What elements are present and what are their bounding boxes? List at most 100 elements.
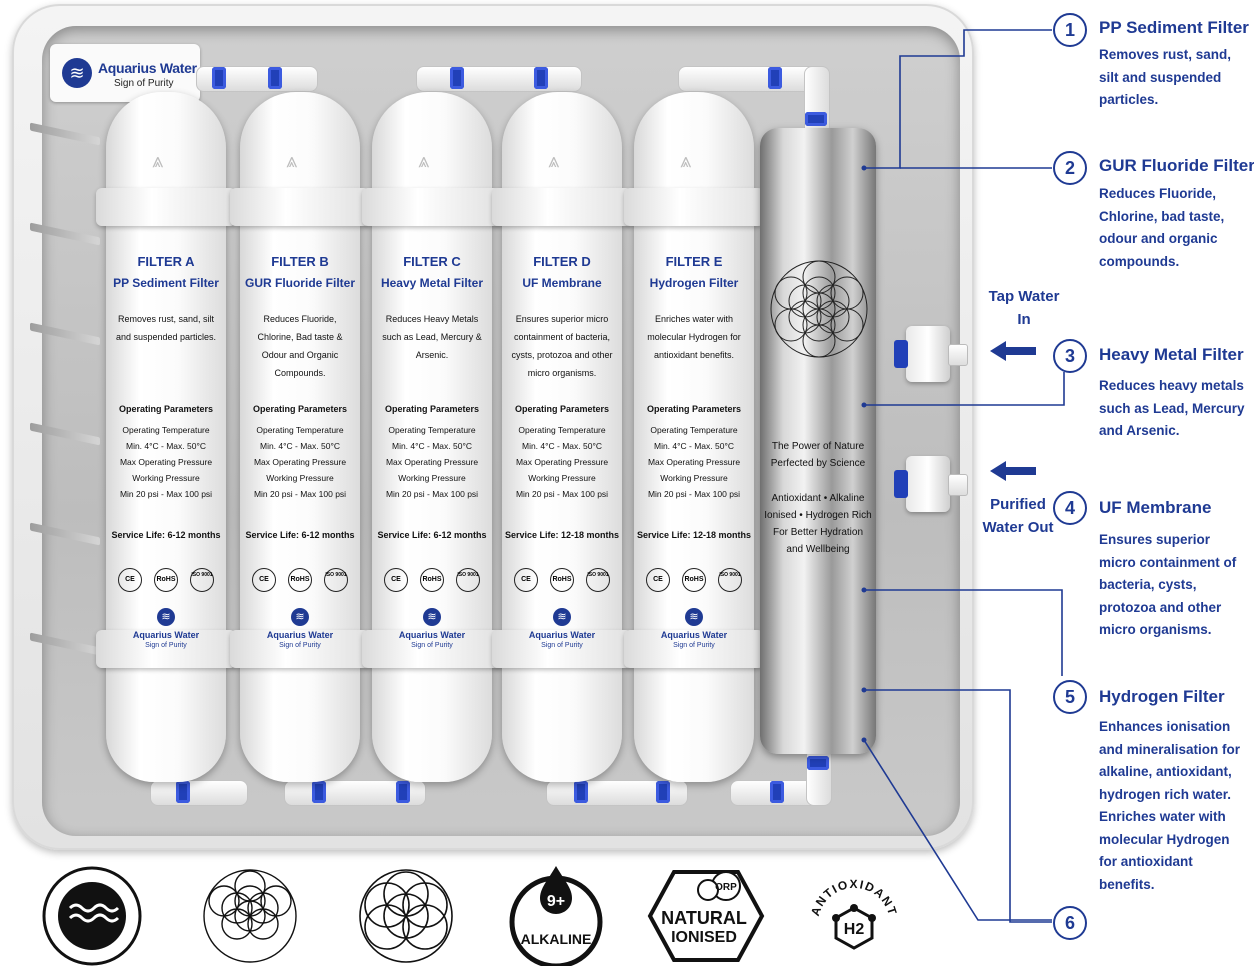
- filter-brand-tagline: Sign of Purity: [279, 642, 321, 649]
- filter-op-header: Operating Parameters: [384, 404, 480, 414]
- filter-description: Reduces Fluoride, Chlorine, Bad taste & …: [257, 314, 343, 378]
- annotation-desc-2: Reduces Fluoride, Chlorine, bad taste, o…: [1099, 186, 1225, 269]
- op-line: Min 20 psi - Max 100 psi: [253, 489, 347, 499]
- filter-title: FILTER A: [137, 254, 195, 269]
- flower-of-life-badge-icon: [203, 869, 297, 963]
- filter-e: ⩓ FILTER E Hydrogen Filter Enriches wate…: [624, 92, 764, 782]
- filter-title: FILTER D: [533, 254, 591, 269]
- filter-title: FILTER B: [271, 254, 329, 269]
- pipe-connector: [312, 781, 326, 803]
- iso-mark-icon: ISO 9001: [324, 568, 348, 592]
- brand-tagline: Sign of Purity: [114, 78, 174, 89]
- pipe-connector: [268, 67, 282, 89]
- filter-subtitle: PP Sediment Filter: [113, 276, 219, 290]
- leader-line-6: [863, 739, 1052, 921]
- filter-bracket: [492, 630, 632, 668]
- pipe: [678, 66, 826, 92]
- filter-cap-mark-icon: ⩓: [680, 150, 692, 172]
- filter-c: ⩓ FILTER C Heavy Metal Filter Reduces He…: [362, 92, 502, 782]
- pipe-connector: [176, 781, 190, 803]
- annotation-number-6: 6: [1053, 906, 1087, 940]
- cert-marks: CE RoHS ISO 9001: [646, 568, 746, 592]
- pipe-connector: [656, 781, 670, 803]
- flower-of-life-icon: [770, 260, 868, 358]
- filter-bracket: [492, 188, 632, 226]
- op-line: Operating Temperature: [518, 425, 606, 435]
- filter-bracket: [624, 630, 764, 668]
- filter-bracket: [362, 188, 502, 226]
- annotation-title-3: Heavy Metal Filter: [1099, 345, 1244, 364]
- h2-tagline-2: Perfected by Science: [770, 458, 866, 469]
- filter-description: Reduces Heavy Metals such as Lead, Mercu…: [382, 314, 482, 360]
- seed-of-life-badge-icon: [359, 869, 453, 963]
- filter-service-life: Service Life: 6-12 months: [245, 530, 355, 540]
- filter-cap-mark-icon: ⩓: [286, 150, 298, 172]
- filter-brand-name: Aquarius Water: [528, 630, 596, 640]
- filter-op-params: Operating Temperature Min. 4°C - Max. 50…: [106, 422, 226, 502]
- h2-tagline-1: The Power of Nature: [771, 441, 865, 452]
- annotation-desc-5: Enhances ionisation and mineralisation f…: [1099, 719, 1241, 892]
- pipe-connector: [534, 67, 548, 89]
- filter-subtitle: Hydrogen Filter: [649, 276, 739, 290]
- filter-a: ⩓ FILTER A PP Sediment Filter Removes ru…: [96, 92, 236, 782]
- op-line: Min. 4°C - Max. 50°C: [521, 441, 602, 451]
- cert-marks: CE RoHS ISO 9001: [252, 568, 352, 592]
- orp-text: ORP: [715, 882, 737, 893]
- filter-cap-mark-icon: ⩓: [418, 150, 430, 172]
- filter-op-params: Operating Temperature Min. 4°C - Max. 50…: [634, 422, 754, 502]
- filter-title: FILTER E: [665, 254, 723, 269]
- leader-line-5: [864, 689, 1052, 923]
- natural-text: NATURAL: [661, 908, 747, 928]
- waves-logo-icon: ≋: [157, 608, 175, 626]
- purified-line: Purified: [990, 496, 1046, 513]
- filter-brand-name: Aquarius Water: [266, 630, 334, 640]
- purified-water-out-label: Purified Water Out: [970, 493, 1066, 539]
- annotation-number-5: 5: [1053, 680, 1087, 714]
- annotation-desc-3: Reduces heavy metals such as Lead, Mercu…: [1099, 378, 1245, 438]
- filter-bracket: [96, 630, 236, 668]
- h2-text: H2: [844, 921, 865, 938]
- tap-water-line: Tap Water: [988, 288, 1060, 305]
- inlet-nub: [948, 344, 968, 366]
- leader-line-1: [864, 29, 1052, 169]
- antioxidant-h2-badge-icon: ANTIOXIDANT H2: [808, 877, 898, 950]
- tap-in-line: In: [1017, 311, 1031, 328]
- filter-brand-tagline: Sign of Purity: [145, 642, 187, 649]
- ce-mark-icon: CE: [646, 568, 670, 592]
- filter-cap-mark-icon: ⩓: [152, 150, 164, 172]
- h2-benefit-3: For Better Hydration: [772, 527, 864, 538]
- tap-water-inlet: [894, 326, 968, 382]
- op-line: Operating Temperature: [122, 425, 210, 435]
- tap-water-in-label: Tap Water In: [976, 285, 1072, 331]
- annotation-number-1: 1: [1053, 13, 1087, 47]
- h2-benefit-4: and Wellbeing: [786, 544, 850, 555]
- filter-service-life: Service Life: 6-12 months: [111, 530, 221, 540]
- iso-mark-icon: ISO 9001: [586, 568, 610, 592]
- annotation-desc-4: Ensures superior micro containment of ba…: [1099, 532, 1237, 637]
- pipe-connector: [450, 67, 464, 89]
- pipe-connector: [396, 781, 410, 803]
- alkaline-ph-badge-icon: 9+ ALKALINE: [509, 866, 603, 966]
- filter-op-header: Operating Parameters: [646, 404, 742, 414]
- filter-d: ⩓ FILTER D UF Membrane Ensures superior …: [492, 92, 632, 782]
- filter-subtitle: Heavy Metal Filter: [380, 276, 484, 290]
- water-out-line: Water Out: [982, 519, 1054, 536]
- cert-marks: CE RoHS ISO 9001: [514, 568, 614, 592]
- ph-label: ALKALINE: [521, 931, 592, 947]
- op-line: Min 20 psi - Max 100 psi: [647, 489, 741, 499]
- iso-mark-icon: ISO 9001: [190, 568, 214, 592]
- hydrogen-column: The Power of Nature Perfected by Science…: [760, 128, 876, 754]
- op-line: Max Operating Pressure: [515, 457, 609, 467]
- annotation-title-4: UF Membrane: [1099, 498, 1212, 517]
- rohs-mark-icon: RoHS: [154, 568, 178, 592]
- op-line: Max Operating Pressure: [385, 457, 479, 467]
- op-line: Working Pressure: [398, 473, 466, 483]
- op-line: Operating Temperature: [256, 425, 344, 435]
- filter-service-life: Service Life: 6-12 months: [377, 530, 487, 540]
- filter-cap-mark-icon: ⩓: [548, 150, 560, 172]
- purified-water-outlet: [894, 456, 968, 512]
- cert-marks: CE RoHS ISO 9001: [118, 568, 218, 592]
- inlet-arrow-icon: [990, 341, 1036, 361]
- waves-logo-icon: ≋: [553, 608, 571, 626]
- ph-value: 9+: [547, 893, 565, 910]
